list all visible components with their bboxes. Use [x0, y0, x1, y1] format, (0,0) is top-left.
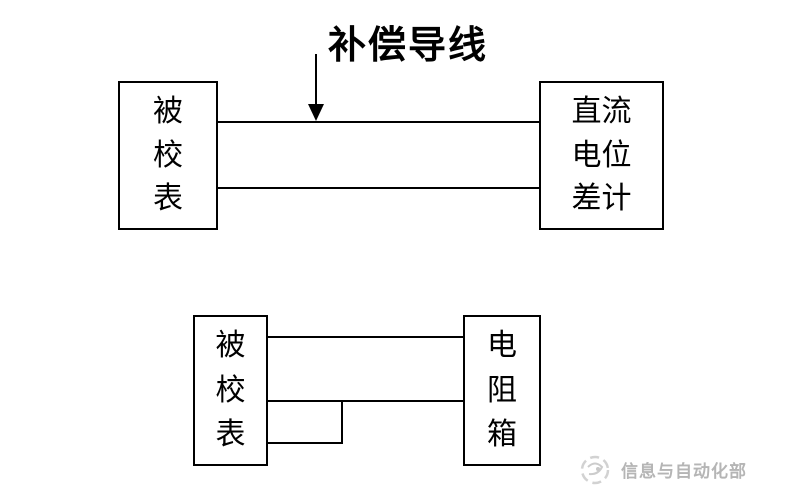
down-arrow-icon [308, 104, 324, 121]
top-wire-upper [216, 121, 540, 123]
box-label-char: 校 [153, 138, 183, 172]
top-wire-lower [216, 187, 540, 189]
bottom-wire-riser [341, 400, 343, 444]
box-label-row: 直流 [571, 94, 632, 128]
watermark-text: 信息与自动化部 [621, 461, 747, 481]
resistance-box: 电 阻 箱 [463, 315, 541, 466]
bottom-wire-upper [266, 336, 465, 338]
box-label-char: 被 [215, 329, 246, 363]
box-label-char: 电 [487, 329, 517, 363]
watermark: 信息与自动化部 [576, 450, 747, 488]
meter-under-test-box-top: 被 校 表 [118, 81, 218, 230]
watermark-logo-icon [580, 455, 610, 485]
down-arrow-shaft [315, 54, 317, 106]
box-label-char: 表 [215, 417, 246, 451]
bottom-wire-middle [266, 400, 465, 402]
box-label-row: 电位 [571, 138, 632, 172]
box-label-char: 被 [153, 94, 183, 128]
box-label-char: 箱 [487, 417, 517, 451]
box-label-char: 表 [153, 182, 183, 216]
box-label-char: 校 [215, 373, 246, 407]
compensation-wire-title: 补偿导线 [328, 25, 489, 67]
meter-under-test-box-bottom: 被 校 表 [193, 315, 268, 466]
box-label-row: 差计 [571, 182, 632, 216]
box-label-char: 阻 [487, 373, 517, 407]
dc-potentiometer-box: 直流 电位 差计 [539, 81, 664, 230]
bottom-wire-stub [266, 442, 343, 444]
